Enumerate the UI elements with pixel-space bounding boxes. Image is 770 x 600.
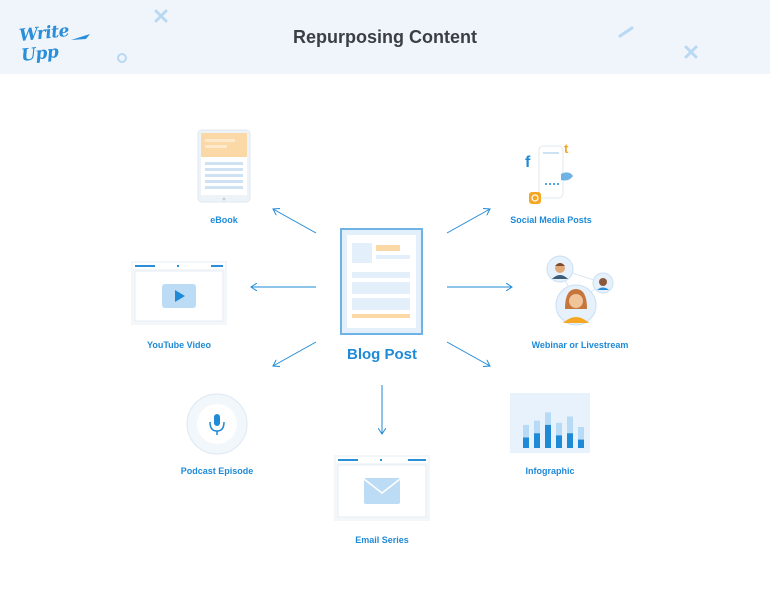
ebook-label: eBook [210,215,238,225]
blog-post-label: Blog Post [347,346,417,363]
infographic-label: Infographic [525,466,575,476]
infographic-bar-light [523,424,529,448]
infographic-bar-dark [578,439,584,448]
svg-text:t: t [564,141,569,156]
infographic-bar-light [567,416,573,448]
svg-text:f: f [525,154,531,171]
webinar-people-icon [546,255,614,326]
cross-decoration-icon [684,45,698,59]
webinar-label: Webinar or Livestream [531,340,629,350]
circle-decoration-icon [117,53,127,63]
youtube-label: YouTube Video [146,340,211,350]
social-media-phone-icon: f t [525,141,573,204]
infographic-bar-dark [545,424,551,448]
cross-decoration-icon [154,9,168,23]
infographic-bar-dark [556,435,562,448]
podcast-microphone-icon [186,393,248,455]
email-window-icon [334,455,430,521]
arrow-to-ebook [273,209,317,234]
arrow-to-infographic [446,341,490,366]
infographic-bar-dark [534,433,540,448]
infographic-bar-dark [523,437,529,448]
youtube-video-window-icon [131,261,227,325]
infographic-bar-dark [567,433,573,448]
email-series-label: Email Series [355,535,409,545]
social-media-label: Social Media Posts [510,215,592,225]
brand-logo[interactable]: Write Upp [18,20,98,66]
page-title: Repurposing Content [293,27,477,47]
podcast-label: Podcast Episode [180,466,254,476]
ebook-tablet-icon [197,129,251,203]
blog-post-document-icon [340,228,423,335]
infographic-chart-icon [510,393,590,453]
infographic-bar-light [556,422,562,448]
dash-decoration-icon [618,26,634,38]
arrow-to-social [446,209,490,234]
infographic-bar-light [578,427,584,448]
header-bar: Write Upp Repurposing Content [0,0,770,74]
logo-swoosh-icon [71,34,90,40]
arrow-to-podcast [273,341,317,366]
